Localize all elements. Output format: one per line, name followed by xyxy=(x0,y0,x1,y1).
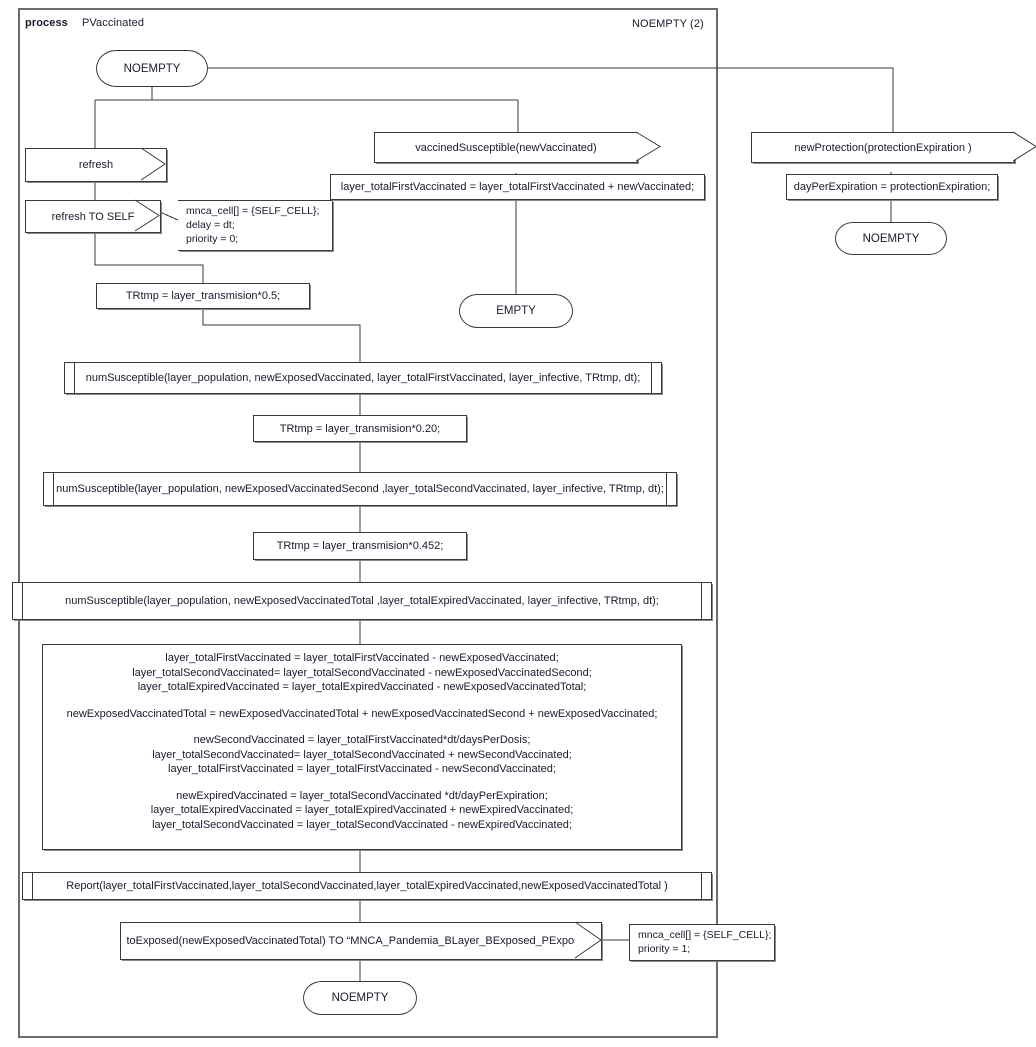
state-main-end[interactable]: NOEMPTY xyxy=(303,981,417,1015)
note-line: mnca_cell[] = {SELF_CELL}; xyxy=(638,929,772,941)
note-line: priority = 0; xyxy=(186,233,239,245)
procedure-bar-right xyxy=(651,362,652,394)
input-signal-new-protection[interactable]: newProtection(protectionExpiration ) xyxy=(751,132,1015,163)
task-line: newExposedVaccinatedTotal = newExposedVa… xyxy=(66,707,658,720)
process-keyword: process xyxy=(25,17,68,29)
procedure-num-susceptible-total-label: numSusceptible(layer_population, newExpo… xyxy=(65,595,659,607)
task-day-per-expiration[interactable]: dayPerExpiration = protectionExpiration; xyxy=(786,174,998,200)
procedure-num-susceptible-second[interactable]: numSusceptible(layer_population, newExpo… xyxy=(43,472,677,506)
procedure-bar-left xyxy=(22,582,23,620)
output-signal-to-exposed-label: toExposed(newExposedVaccinatedTotal) TO … xyxy=(126,935,596,947)
process-frame xyxy=(18,8,718,1038)
task-line: layer_totalSecondVaccinated = layer_tota… xyxy=(152,818,572,831)
process-name: PVaccinated xyxy=(82,17,145,29)
task-line: newSecondVaccinated = layer_totalFirstVa… xyxy=(193,734,531,746)
note-line: mnca_cell[] = {SELF_CELL}; xyxy=(186,205,320,217)
task-line: layer_totalExpiredVaccinated = layer_tot… xyxy=(137,681,587,693)
note-to-exposed-parameters: mnca_cell[] = {SELF_CELL}; priority = 1; xyxy=(629,924,775,961)
input-signal-refresh[interactable]: refresh xyxy=(25,148,167,182)
task-trtmp-020[interactable]: TRtmp = layer_transmision*0.20; xyxy=(253,415,467,442)
task-line: layer_totalFirstVaccinated = layer_total… xyxy=(168,763,556,775)
task-line: layer_totalSecondVaccinated= layer_total… xyxy=(152,748,572,761)
procedure-num-susceptible-first-label: numSusceptible(layer_population, newExpo… xyxy=(85,372,641,384)
procedure-bar-right xyxy=(701,582,702,620)
note-line: priority = 1; xyxy=(638,943,691,955)
input-signal-refresh-label: refresh xyxy=(78,159,114,171)
procedure-bar-left xyxy=(32,872,33,900)
output-signal-refresh-to-self[interactable]: refresh TO SELF xyxy=(25,200,161,233)
state-start[interactable]: NOEMPTY xyxy=(96,50,208,87)
procedure-report[interactable]: Report(layer_totalFirstVaccinated,layer_… xyxy=(22,872,712,900)
note-line: delay = dt; xyxy=(186,219,235,231)
procedure-bar-left xyxy=(74,362,75,394)
output-signal-to-exposed[interactable]: toExposed(newExposedVaccinatedTotal) TO … xyxy=(120,922,602,960)
output-signal-refresh-to-self-label: refresh TO SELF xyxy=(51,210,135,223)
procedure-bar-right xyxy=(701,872,702,900)
procedure-bar-right xyxy=(666,472,667,506)
task-gap xyxy=(43,721,681,733)
task-first-vaccinated-update[interactable]: layer_totalFirstVaccinated = layer_total… xyxy=(330,174,705,200)
task-line: layer_totalExpiredVaccinated = layer_tot… xyxy=(150,804,574,816)
task-line: layer_totalSecondVaccinated= layer_total… xyxy=(132,666,592,679)
task-gap xyxy=(43,777,681,789)
procedure-num-susceptible-total[interactable]: numSusceptible(layer_population, newExpo… xyxy=(12,582,712,620)
page-label: NOEMPTY (2) xyxy=(632,18,704,30)
procedure-report-label: Report(layer_totalFirstVaccinated,layer_… xyxy=(66,880,668,892)
procedure-num-susceptible-first[interactable]: numSusceptible(layer_population, newExpo… xyxy=(64,362,662,394)
input-signal-vaccined-susceptible[interactable]: vaccinedSusceptible(newVaccinated) xyxy=(374,132,638,163)
note-refresh-parameters: mnca_cell[] = {SELF_CELL}; delay = dt; p… xyxy=(178,200,333,251)
input-signal-vaccined-susceptible-label: vaccinedSusceptible(newVaccinated) xyxy=(415,141,597,154)
task-trtmp-0452[interactable]: TRtmp = layer_transmision*0.452; xyxy=(253,532,467,560)
task-line: newExpiredVaccinated = layer_totalSecond… xyxy=(176,789,548,802)
task-line: layer_totalFirstVaccinated = layer_total… xyxy=(165,652,559,664)
procedure-num-susceptible-second-label: numSusceptible(layer_population, newExpo… xyxy=(56,483,664,495)
task-gap xyxy=(43,695,681,707)
task-trtmp-05[interactable]: TRtmp = layer_transmision*0.5; xyxy=(96,283,310,309)
state-empty[interactable]: EMPTY xyxy=(459,294,573,328)
state-protection-end[interactable]: NOEMPTY xyxy=(835,222,947,255)
procedure-bar-left xyxy=(53,472,54,506)
task-vaccination-update-block[interactable]: layer_totalFirstVaccinated = layer_total… xyxy=(42,644,682,850)
input-signal-new-protection-label: newProtection(protectionExpiration ) xyxy=(794,141,972,154)
